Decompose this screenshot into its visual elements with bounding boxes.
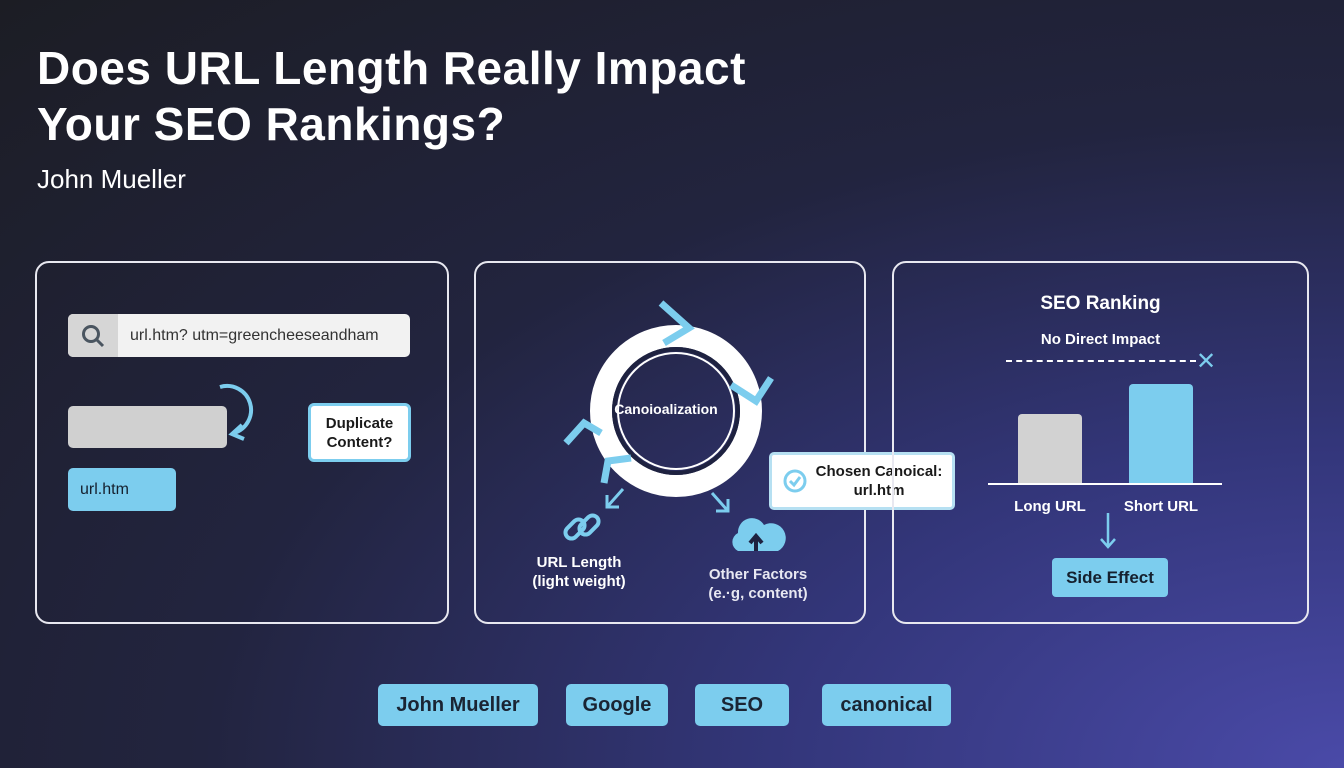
url-length-sub: (light weight) (532, 573, 626, 590)
cycle-center-label: Canoioalization (614, 401, 718, 417)
redirect-arrow-icon (219, 383, 254, 441)
search-icon (68, 314, 118, 357)
search-input: url.htm? utm=greencheeseandham (130, 327, 379, 344)
check-circle-icon (783, 469, 807, 493)
cloud-upload-icon (732, 518, 786, 551)
tag-canonical[interactable]: canonical (822, 684, 951, 726)
side-effect-box: Side Effect (1052, 558, 1168, 597)
chart-baseline (988, 483, 1222, 485)
bar-long-url (1018, 414, 1082, 484)
tag-john-mueller[interactable]: John Mueller (378, 684, 538, 726)
arrow-down-right-icon (710, 492, 730, 513)
url-length-title: URL Length (536, 554, 622, 571)
no-direct-impact-label: No Direct Impact (1040, 331, 1161, 348)
bar-label-short-url: Short URL (1123, 498, 1199, 515)
other-factors-title: Other Factors (708, 566, 808, 583)
bar-short-url (1129, 384, 1193, 484)
tag-seo[interactable]: SEO (695, 684, 789, 726)
seo-ranking-title: SEO Ranking (1040, 293, 1161, 314)
search-bar: url.htm? utm=greencheeseandham (68, 314, 410, 357)
tag-google[interactable]: Google (566, 684, 668, 726)
panel-seo-ranking: SEO Ranking No Direct Impact ✕ Long URL … (892, 261, 1309, 624)
url-length-label: URL Length (light weight) (524, 553, 634, 591)
chosen-canonical-callout: Chosen Canoical: url.htm (769, 452, 955, 510)
panel-duplicate-urls: url.htm? utm=greencheeseandham url.htm D… (35, 261, 449, 624)
canonicalization-cycle (563, 300, 774, 497)
panel-canonicalization: Canoioalization URL Length (light weight)… (474, 261, 866, 624)
other-factors-sub: (e.·g, content) (708, 585, 808, 602)
other-factors-label: Other Factors (e.·g, content) (696, 565, 820, 603)
title-line-2: Your SEO Rankings? (37, 98, 506, 150)
impact-threshold-line (1006, 360, 1196, 362)
title-line-1: Does URL Length Really Impact (37, 42, 746, 94)
arrow-down-icon (1100, 513, 1116, 549)
long-url-placeholder (68, 406, 227, 448)
link-icon (563, 513, 601, 541)
duplicate-content-callout: Duplicate Content? (308, 403, 411, 462)
short-url-box: url.htm (68, 468, 176, 511)
arrow-down-left-icon (605, 488, 625, 509)
bar-label-long-url: Long URL (1014, 498, 1086, 515)
chosen-canonical-title: Chosen Canoical: (815, 463, 943, 480)
x-icon: ✕ (1196, 348, 1217, 375)
chosen-canonical-value: url.htm (853, 482, 905, 499)
author: John Mueller (37, 164, 186, 194)
